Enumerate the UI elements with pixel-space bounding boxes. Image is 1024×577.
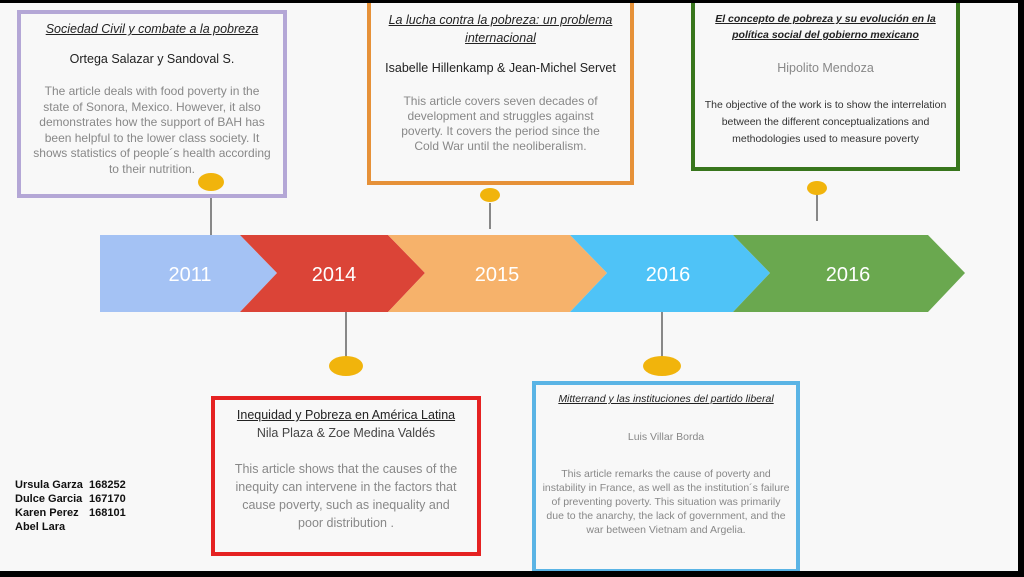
article-card-2015: La lucha contra la pobreza: un problema … xyxy=(367,3,634,185)
card-title: Sociedad Civil y combate a la pobreza xyxy=(45,22,259,36)
card-author: Luis Villar Borda xyxy=(627,431,705,443)
timeline-segment-2016b xyxy=(733,235,965,312)
card-author: Nila Plaza & Zoe Medina Valdés xyxy=(256,426,436,440)
student-name: Abel Lara xyxy=(15,521,66,533)
student-list: Ursula Garza 168252 Dulce Garcia 167170 Ka… xyxy=(15,478,126,534)
year-label: 2016 xyxy=(826,264,871,286)
timeline-graphic: 2011 2014 2015 2016 2016 xyxy=(100,188,965,359)
card-author: Hipolito Mendoza xyxy=(777,61,874,75)
card-description: This article covers seven decades of dev… xyxy=(401,94,600,153)
card-description: This article remarks the cause of povert… xyxy=(542,468,790,536)
card-title: El concepto de pobreza y su evolución en… xyxy=(715,13,936,41)
card-author: Isabelle Hillenkamp & Jean-Michel Servet xyxy=(385,61,616,75)
timeline-segment-2014 xyxy=(240,235,425,312)
student-id: 167170 xyxy=(89,493,126,505)
timeline-page: 2011 2014 2015 2016 2016 Sociedad Civil … xyxy=(0,3,1018,571)
article-card-2016-green: El concepto de pobreza y su evolución en… xyxy=(691,3,960,171)
year-label: 2015 xyxy=(475,264,520,286)
card-title: Inequidad y Pobreza en América Latina xyxy=(236,408,456,422)
timeline-segment-2016a xyxy=(570,235,770,312)
year-label: 2011 xyxy=(168,264,211,286)
card-description: The article deals with food poverty in t… xyxy=(33,84,271,176)
student-id: 168252 xyxy=(89,479,126,491)
article-card-2011: Sociedad Civil y combate a la pobreza Or… xyxy=(17,10,287,198)
timeline-segment-2011 xyxy=(100,235,277,312)
article-card-2014: Inequidad y Pobreza en América Latina Ni… xyxy=(211,396,481,556)
card-description: This article shows that the causes of th… xyxy=(234,462,458,530)
student-entry: Ursula Garza 168252 xyxy=(15,478,126,492)
timeline-segment-2015 xyxy=(388,235,607,312)
article-card-2016-blue: Mitterrand y las instituciones del parti… xyxy=(532,381,800,571)
student-name: Ursula Garza xyxy=(15,479,83,491)
year-label: 2016 xyxy=(646,264,691,286)
card-title: La lucha contra la pobreza: un problema … xyxy=(388,13,613,45)
card-title: Mitterrand y las instituciones del parti… xyxy=(558,393,774,405)
student-name: Karen Perez xyxy=(15,507,79,519)
student-entry: Karen Perez 168101 xyxy=(15,506,126,520)
student-entry: Abel Lara xyxy=(15,520,126,534)
year-label: 2014 xyxy=(312,264,357,286)
card-author: Ortega Salazar y Sandoval S. xyxy=(69,52,235,66)
student-entry: Dulce Garcia 167170 xyxy=(15,492,126,506)
student-id: 168101 xyxy=(89,507,126,519)
card-description: The objective of the work is to show the… xyxy=(704,99,947,145)
student-name: Dulce Garcia xyxy=(15,493,83,505)
